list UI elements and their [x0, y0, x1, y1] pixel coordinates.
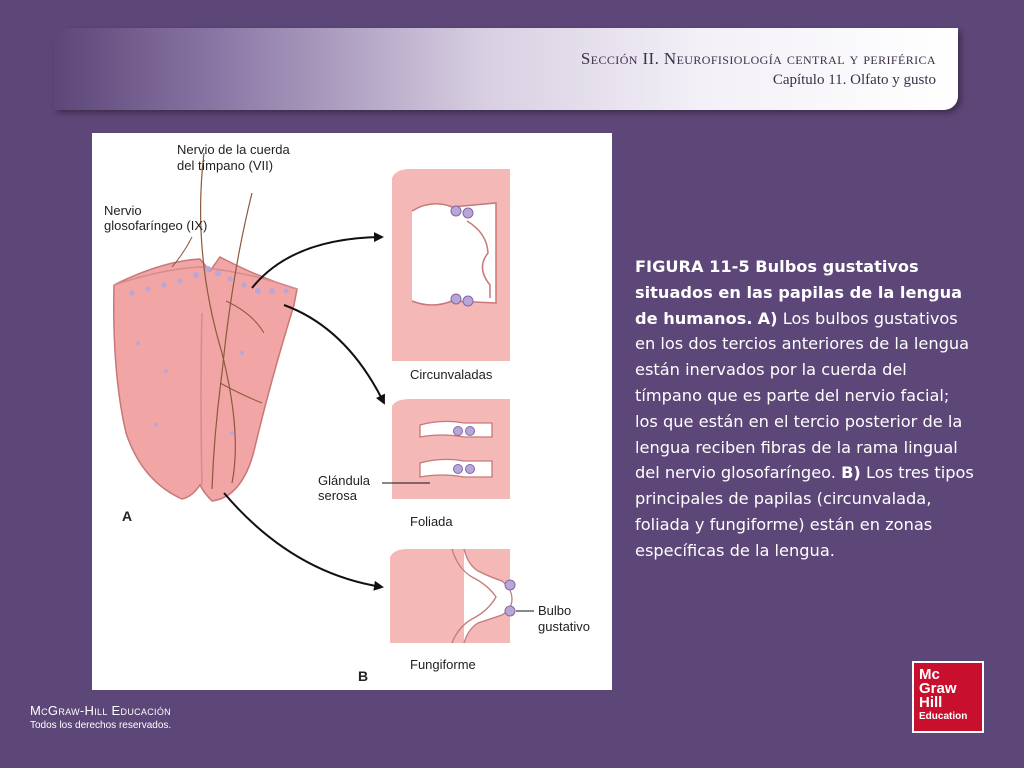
caption-a-label: A): [757, 308, 778, 328]
label-fungiforme: Fungiforme: [410, 657, 476, 672]
mcgraw-hill-logo: Mc Graw Hill Education: [914, 663, 982, 731]
circunvalada-papilla: [392, 169, 510, 361]
rights-text: Todos los derechos reservados.: [30, 720, 172, 731]
logo-line-4: Education: [919, 711, 968, 722]
caption-b-text: Los tres tipos principales de papilas (c…: [635, 463, 974, 560]
logo-line-1: Mc: [919, 666, 940, 683]
caption-title: FIGURA 11-5 Bulbos gustativos situados e…: [635, 257, 963, 328]
caption-a-text: Los bulbos gustativos en los dos tercios…: [635, 308, 970, 483]
publisher-name: McGraw-Hill Educación: [30, 703, 171, 718]
chapter-title: Capítulo 11. Olfato y gusto: [772, 72, 936, 88]
foliada-papilla: [382, 399, 510, 499]
label-nervio-glosa-1: Nervio: [104, 203, 142, 218]
label-nervio-cuerda-2: del tímpano (VII): [177, 158, 273, 173]
label-circunvaladas: Circunvaladas: [410, 367, 493, 382]
arrow-to-circunvaladas: [251, 232, 384, 289]
label-glandula-1: Glándula: [318, 473, 371, 488]
logo-line-2: Graw: [919, 680, 957, 697]
figure-panel: Nervio de la cuerda del tímpano (VII) Ne…: [92, 133, 612, 690]
tongue-illustration: [113, 152, 298, 502]
label-glandula-2: serosa: [318, 488, 358, 503]
label-bulbo-2: gustativo: [538, 619, 590, 634]
caption-b-label: B): [841, 463, 861, 483]
fungiforme-papilla: [390, 548, 534, 644]
taste-bud-diagram: Nervio de la cuerda del tímpano (VII) Ne…: [104, 142, 590, 684]
footer: McGraw-Hill Educación Todos los derechos…: [30, 703, 171, 731]
figure-caption: FIGURA 11-5 Bulbos gustativos situados e…: [635, 254, 975, 564]
section-title: Sección II. Neurofisiología central y pe…: [580, 49, 936, 68]
label-bulbo-1: Bulbo: [538, 603, 571, 618]
header-text: Sección II. Neurofisiología central y pe…: [581, 48, 936, 90]
header-banner: Sección II. Neurofisiología central y pe…: [54, 28, 958, 110]
arrow-to-foliada: [283, 304, 385, 405]
logo-line-3: Hill: [919, 694, 943, 711]
label-panel-b: B: [358, 668, 368, 684]
arrow-to-fungiforme: [223, 492, 384, 591]
label-nervio-glosa-2: glosofaríngeo (IX): [104, 218, 207, 233]
tongue-papillae-dots: [129, 266, 289, 435]
label-nervio-cuerda-1: Nervio de la cuerda: [177, 142, 290, 157]
label-foliada: Foliada: [410, 514, 453, 529]
label-panel-a: A: [122, 508, 132, 524]
